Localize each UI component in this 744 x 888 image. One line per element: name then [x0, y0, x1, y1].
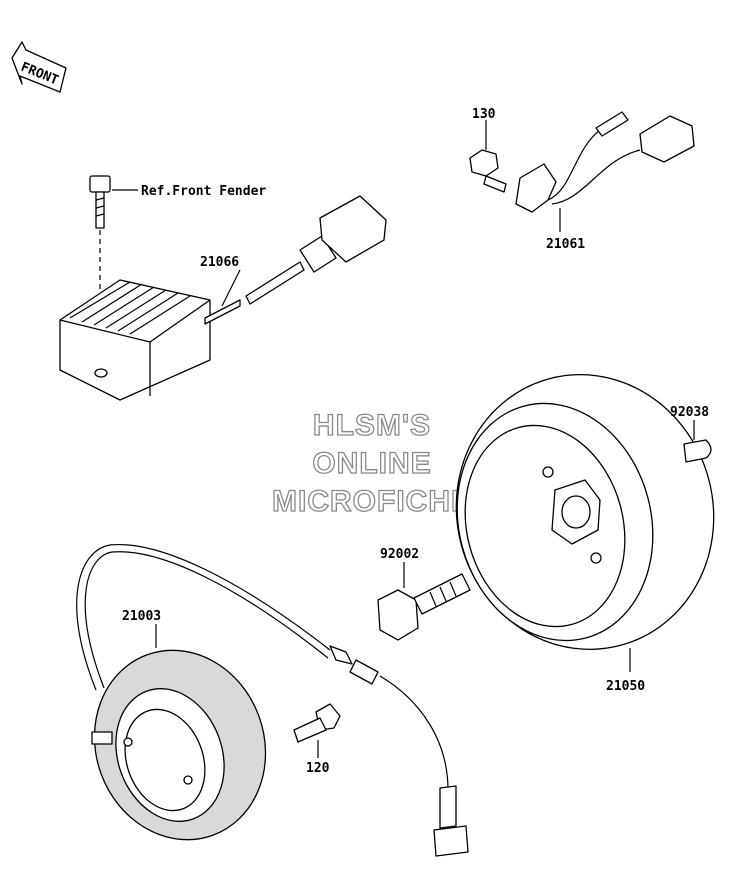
regulator-callout: 21066	[200, 255, 239, 270]
lead-wire-callout: 21061	[546, 237, 585, 252]
stator-screw	[293, 703, 341, 758]
flywheel-rotor	[455, 373, 715, 672]
bolt-130	[469, 120, 507, 193]
front-direction-arrow: FRONT	[11, 41, 67, 93]
rotor-callout: 21050	[606, 679, 645, 694]
woodruff-key	[683, 420, 712, 463]
key-callout: 92038	[670, 405, 709, 420]
ref-front-fender-label: Ref.Front Fender	[141, 184, 266, 199]
screw-120-callout: 120	[306, 761, 330, 776]
fender-bolt	[89, 175, 138, 370]
watermark: HLSM'S ONLINE MICROFICHE	[271, 408, 472, 518]
stator-callout: 21003	[122, 609, 161, 624]
lead-wire-assembly	[515, 111, 695, 232]
regulator-rectifier	[59, 195, 387, 401]
watermark-line-3: MICROFICHE	[272, 485, 472, 518]
watermark-line-1: HLSM'S	[313, 409, 431, 442]
flywheel-bolt-callout: 92002	[380, 547, 419, 562]
stator-assembly	[76, 543, 469, 857]
watermark-line-2: ONLINE	[312, 447, 431, 480]
bolt-130-callout: 130	[472, 107, 496, 122]
flywheel-bolt	[377, 562, 471, 641]
